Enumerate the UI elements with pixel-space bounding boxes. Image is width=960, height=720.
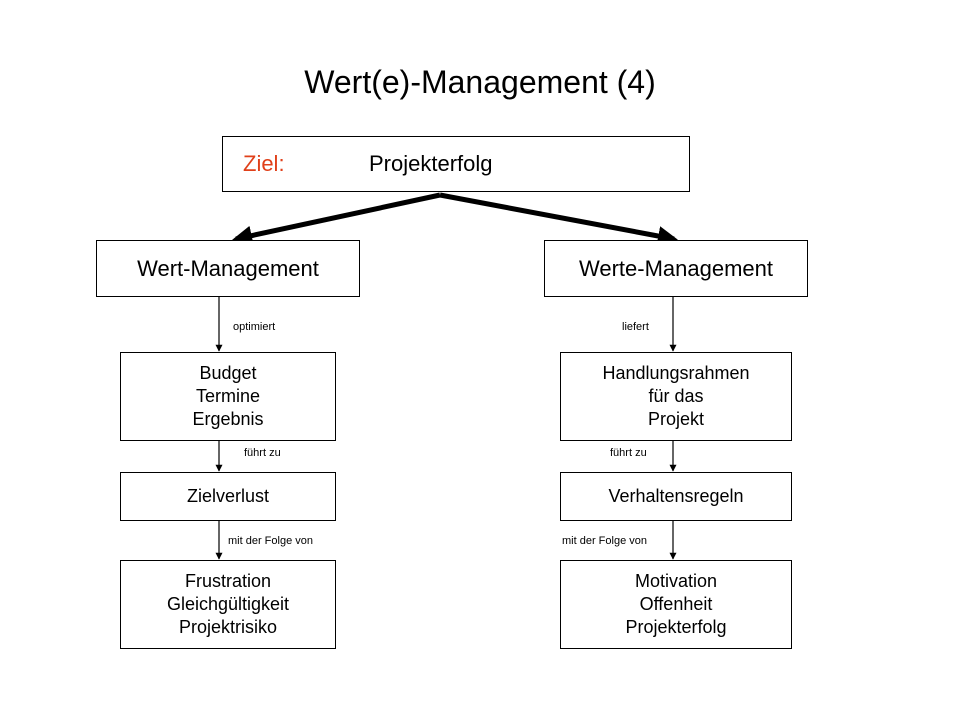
arrow-goal-to-wert [232,192,441,246]
left-box-1: Budget Termine Ergebnis [120,352,336,441]
right-box-2: Verhaltensregeln [560,472,792,521]
right-box-3-line-3: Projekterfolg [625,617,727,637]
left-box-3-line-3: Projektrisiko [178,617,278,637]
werte-management-box: Werte-Management [544,240,808,297]
left-box-3-line-1: Frustration [184,571,272,591]
right-box-2-text: Verhaltensregeln [608,486,744,506]
goal-box: Ziel: Projekterfolg [222,136,690,192]
right-edge-label-1: liefert [622,321,649,333]
left-box-3: Frustration Gleichgültigkeit Projektrisi… [120,560,336,649]
left-box-2: Zielverlust [120,472,336,521]
right-box-1: Handlungsrahmen für das Projekt [560,352,792,441]
arrow-goal-to-werte [439,192,678,246]
right-edge-label-2: führt zu [610,447,647,459]
right-box-3: Motivation Offenheit Projekterfolg [560,560,792,649]
right-edge-label-3: mit der Folge von [562,535,647,547]
wert-management-box: Wert-Management [96,240,360,297]
right-box-3-line-1: Motivation [634,571,718,591]
left-box-2-text: Zielverlust [186,486,270,506]
left-box-3-line-2: Gleichgültigkeit [166,594,290,614]
left-edge-label-2: führt zu [244,447,281,459]
wert-management-label: Wert-Management [137,255,319,281]
werte-management-label: Werte-Management [578,255,773,281]
left-box-1-line-1: Budget [199,363,257,383]
goal-value: Projekterfolg [369,151,493,176]
right-box-1-line-1: Handlungsrahmen [602,363,750,383]
page-title: Wert(e)-Management (4) [304,64,656,100]
left-box-1-line-2: Termine [195,386,261,406]
left-box-1-line-3: Ergebnis [192,409,264,429]
right-box-1-line-3: Projekt [647,409,705,429]
left-edge-label-1: optimiert [233,321,276,333]
right-box-1-line-2: für das [648,386,704,406]
left-edge-label-3: mit der Folge von [228,535,313,547]
right-box-3-line-2: Offenheit [639,594,713,614]
goal-label: Ziel: [243,151,285,176]
